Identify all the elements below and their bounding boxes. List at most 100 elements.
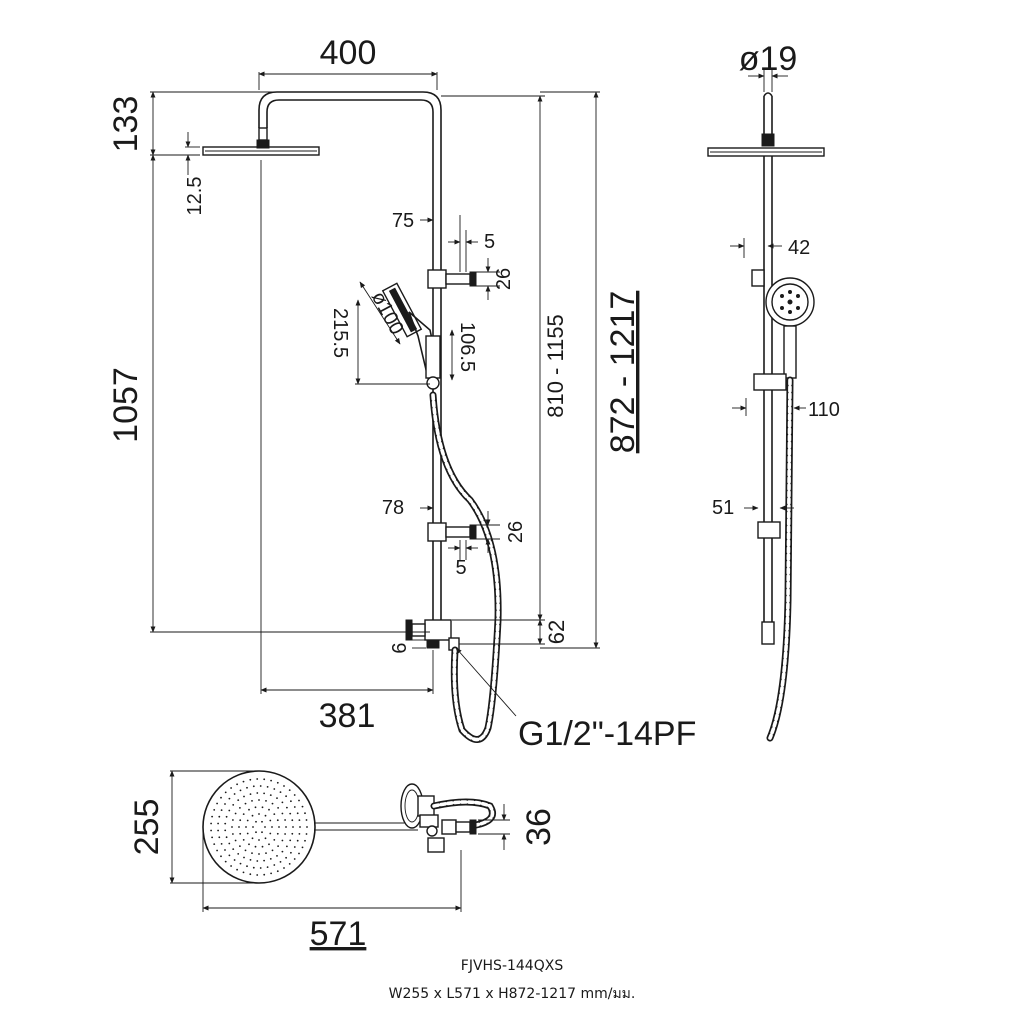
nozzle-dot bbox=[281, 812, 284, 815]
nozzle-dot bbox=[283, 867, 285, 869]
nozzle-dot bbox=[234, 812, 237, 815]
dim-total-height: 1057 bbox=[107, 367, 145, 443]
dim-gap-upper: 5 bbox=[484, 231, 495, 253]
dim-adjust-range: 810 - 1155 bbox=[543, 314, 568, 418]
nozzle-dot bbox=[305, 833, 308, 835]
nozzle-dot bbox=[285, 856, 287, 859]
nozzle-dot bbox=[220, 855, 222, 858]
nozzle-dot bbox=[304, 839, 306, 842]
nozzle-dot bbox=[224, 860, 227, 863]
upper-wall-bracket bbox=[427, 269, 477, 289]
nozzle-dot bbox=[301, 846, 304, 849]
nozzle-dot bbox=[233, 793, 236, 795]
nozzle-dot bbox=[256, 874, 259, 876]
nozzle-dot bbox=[291, 832, 294, 835]
dim-arm-height: 133 bbox=[107, 96, 145, 153]
nozzle-dot bbox=[236, 868, 239, 871]
nozzle-dot bbox=[284, 819, 286, 821]
nozzle-dot bbox=[231, 826, 233, 828]
nozzle-dot bbox=[269, 858, 272, 860]
side-riser-pipe bbox=[763, 156, 773, 628]
nozzle-dot bbox=[213, 809, 216, 811]
nozzle-dot bbox=[256, 792, 259, 794]
nozzle-dot bbox=[299, 826, 301, 828]
nozzle-dot bbox=[276, 819, 279, 822]
nozzle-dot bbox=[216, 802, 219, 805]
nozzle-dot bbox=[242, 839, 245, 841]
nozzle-dot bbox=[246, 819, 249, 822]
nozzle-dot bbox=[249, 793, 252, 795]
top-view: 255 36 571 bbox=[128, 770, 558, 953]
nozzle-dot bbox=[224, 822, 227, 825]
nozzle-dot bbox=[266, 786, 269, 788]
dim-head-size: 255 bbox=[128, 799, 166, 856]
nozzle-dot bbox=[251, 800, 253, 802]
nozzle-dot bbox=[284, 833, 286, 835]
nozzle-dot bbox=[285, 826, 287, 828]
dim-pipe-diameter: ø19 bbox=[739, 40, 798, 78]
nozzle-dot bbox=[239, 819, 242, 822]
dim-head-thickness: 12.5 bbox=[184, 177, 206, 216]
nozzle-dot bbox=[290, 800, 292, 803]
nozzle-dot bbox=[293, 846, 296, 848]
nozzle-dot bbox=[279, 791, 282, 793]
nozzle-dot bbox=[293, 794, 296, 796]
nozzle-dot bbox=[242, 780, 245, 783]
nozzle-dot bbox=[263, 859, 265, 862]
nozzle-dot bbox=[269, 819, 272, 822]
nozzle-dot bbox=[271, 826, 273, 828]
dim-holder-length: 106.5 bbox=[456, 322, 478, 372]
nozzle-dot bbox=[256, 778, 259, 780]
dim-gap-lower: 5 bbox=[455, 557, 466, 579]
nozzle-dot bbox=[220, 809, 223, 811]
nozzle-dot bbox=[281, 850, 284, 853]
nozzle-dot bbox=[228, 797, 231, 800]
nozzle-dot bbox=[288, 789, 291, 791]
nozzle-dot bbox=[276, 855, 278, 857]
nozzle-dot bbox=[281, 839, 284, 842]
nozzle-dot bbox=[276, 870, 279, 873]
nozzle-dot bbox=[296, 839, 299, 842]
nozzle-dot bbox=[251, 837, 254, 840]
nozzle-dot bbox=[251, 852, 253, 854]
nozzle-dot bbox=[239, 845, 241, 847]
nozzle-dot bbox=[234, 839, 237, 842]
nozzle-dot bbox=[236, 783, 239, 786]
nozzle-dot bbox=[230, 787, 233, 789]
dim-holder-offset: 110 bbox=[808, 399, 840, 421]
nozzle-dot bbox=[213, 843, 216, 845]
nozzle-dot bbox=[255, 820, 257, 823]
nozzle-dot bbox=[258, 853, 260, 855]
nozzle-dot bbox=[305, 819, 308, 821]
nozzle-dot bbox=[239, 807, 241, 809]
nozzle-dot bbox=[273, 864, 276, 866]
nozzle-dot bbox=[243, 795, 245, 798]
nozzle-dot bbox=[279, 861, 282, 863]
nozzle-dot bbox=[286, 845, 288, 848]
nozzle-dot bbox=[224, 803, 226, 805]
nozzle-dot bbox=[269, 794, 272, 796]
nozzle-dot bbox=[225, 836, 228, 839]
nozzle-dot bbox=[298, 852, 300, 855]
nozzle-dot bbox=[288, 863, 291, 865]
nozzle-dot bbox=[273, 839, 276, 841]
nozzle-dot bbox=[276, 832, 279, 835]
nozzle-dot bbox=[263, 778, 266, 781]
nozzle-dot bbox=[239, 862, 242, 865]
nozzle-dot bbox=[246, 786, 248, 789]
nozzle-dot bbox=[228, 809, 231, 812]
nozzle-dot bbox=[264, 837, 267, 840]
nozzle-dot bbox=[261, 845, 264, 848]
nozzle-dot bbox=[293, 806, 296, 808]
nozzle-dot bbox=[271, 802, 274, 805]
dim-mixer-offset: 62 bbox=[544, 620, 569, 644]
nozzle-dot bbox=[292, 826, 294, 828]
nozzle-dot bbox=[276, 781, 279, 784]
nozzle-dot bbox=[224, 829, 227, 832]
nozzle-dot bbox=[228, 842, 231, 845]
nozzle-dot bbox=[237, 799, 240, 801]
shower-hose bbox=[429, 391, 502, 743]
nozzle-dot bbox=[258, 839, 260, 841]
nozzle-dot bbox=[211, 815, 214, 818]
nozzle-dot bbox=[273, 813, 276, 815]
